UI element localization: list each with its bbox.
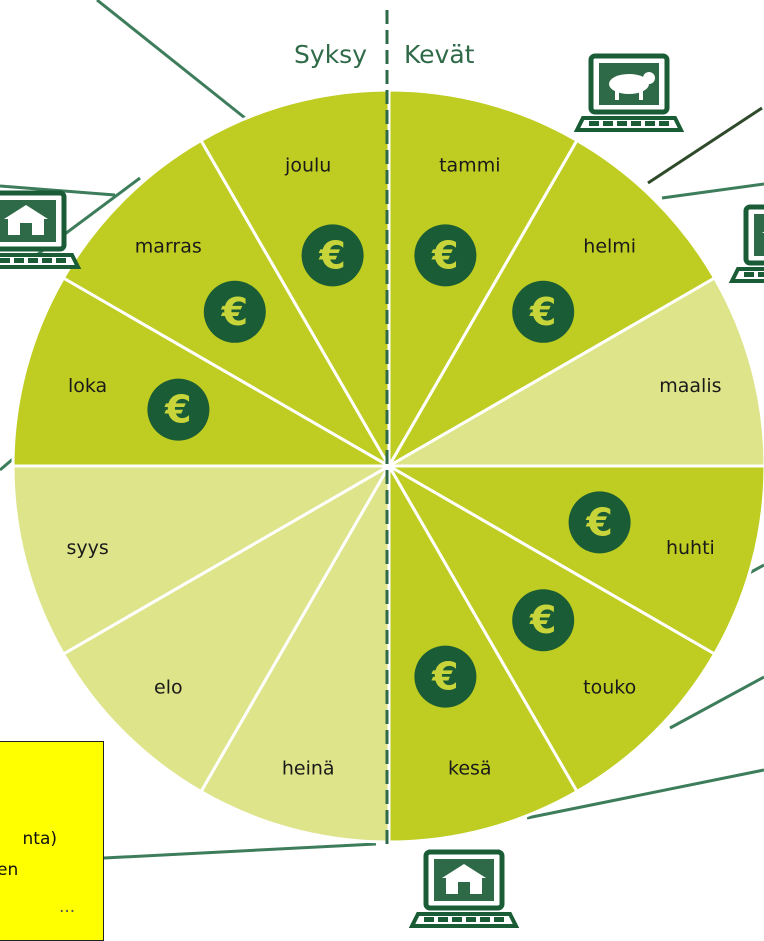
euro-icon: €	[568, 491, 631, 554]
connector-lines	[0, 0, 764, 860]
month-label: helmi	[583, 235, 636, 257]
month-segment-loka	[11, 275, 395, 468]
month-segment-joulu	[198, 88, 391, 472]
euro-icon: €	[203, 280, 266, 343]
svg-text:€: €	[529, 290, 556, 334]
laptop-barn-icon	[728, 204, 764, 283]
month-segment-maalis	[383, 275, 764, 468]
season-label-autumn: Syksy	[294, 40, 367, 69]
month-wheel: tammi € helmi € maalis huhti € touko € kesä € heinä…	[11, 88, 764, 844]
month-label: huhti	[666, 537, 715, 559]
laptop-barn-icon	[408, 849, 520, 928]
svg-text:€: €	[164, 388, 191, 432]
month-label: syys	[66, 537, 108, 559]
note-line: nta)	[22, 829, 58, 849]
svg-text:€: €	[431, 655, 458, 699]
month-segment-heinä	[198, 460, 391, 844]
note-box: nta) en ...	[0, 741, 104, 941]
svg-text:€: €	[585, 500, 612, 544]
month-label: elo	[154, 677, 183, 699]
month-segment-tammi	[387, 88, 580, 472]
connector-line	[647, 106, 763, 185]
euro-icon: €	[512, 280, 575, 343]
month-segment-syys	[11, 464, 395, 657]
euro-icon: €	[301, 224, 364, 287]
euro-icon: €	[147, 378, 210, 441]
euro-icon: €	[512, 589, 575, 652]
month-label: joulu	[284, 155, 331, 177]
svg-text:€: €	[431, 233, 458, 277]
svg-text:€: €	[318, 233, 345, 277]
euro-icon: €	[414, 224, 477, 287]
euro-icon: €	[414, 645, 477, 708]
month-label: maalis	[659, 375, 721, 397]
connector-line	[669, 675, 764, 730]
month-label: kesä	[448, 757, 492, 779]
month-label: touko	[583, 677, 636, 699]
month-label: tammi	[439, 155, 500, 177]
connector-line	[96, 0, 246, 120]
laptop-icons	[0, 53, 764, 928]
month-label: loka	[68, 375, 107, 397]
month-segment-elo	[61, 461, 394, 794]
connector-line	[103, 842, 377, 860]
laptop-barn-icon	[0, 190, 82, 269]
svg-text:€: €	[221, 290, 248, 334]
connector-line	[661, 182, 764, 200]
month-label: heinä	[282, 757, 335, 779]
month-label: marras	[135, 235, 202, 257]
note-line: en	[0, 860, 19, 880]
laptop-cow-icon	[573, 53, 685, 132]
season-label-spring: Kevät	[404, 40, 475, 69]
svg-text:€: €	[529, 598, 556, 642]
month-segment-kesä	[387, 460, 580, 844]
connector-line	[526, 768, 764, 820]
note-line: ...	[59, 897, 76, 917]
month-segment-huhti	[383, 464, 764, 657]
